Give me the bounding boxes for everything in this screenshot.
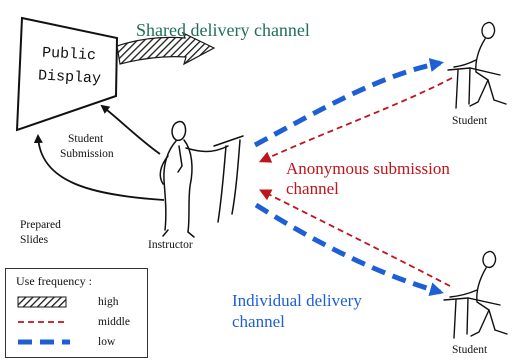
- public-display-board: [15, 16, 119, 132]
- instructor-figure: [159, 120, 244, 238]
- student-bottom-figure: [443, 250, 508, 339]
- public-display-label-line1: Public: [41, 44, 97, 65]
- student-top-figure: [447, 21, 507, 109]
- student-submission-label-line1: Student: [68, 133, 104, 145]
- student-submission-label-line2: Submission: [60, 148, 114, 160]
- anonymous-submission-arrow-bottom: [259, 189, 451, 287]
- public-display-label-line2: Display: [37, 67, 102, 88]
- prepared-slides-label-line1: Prepared: [20, 219, 61, 231]
- legend-swatches: [17, 296, 70, 345]
- individual-delivery-label-line1: Individual delivery: [232, 291, 362, 310]
- anonymous-submission-label-line1: Anonymous submission: [286, 159, 450, 178]
- student-top-label: Student: [452, 115, 488, 127]
- anonymous-submission-label-line2: channel: [286, 179, 339, 198]
- legend-box: Use frequency : high middle low: [5, 268, 148, 358]
- legend-label-high: high: [98, 296, 119, 308]
- student-bottom-label: Student: [452, 344, 488, 356]
- individual-delivery-arrow-bottom: [254, 202, 444, 297]
- legend-label-low: low: [98, 336, 116, 348]
- legend-swatch-high: [17, 296, 67, 308]
- legend-label-middle: middle: [98, 316, 130, 328]
- prepared-slides-label-line2: Slides: [20, 234, 49, 246]
- shared-delivery-arrow: [116, 31, 216, 66]
- instructor-label: Instructor: [148, 239, 193, 251]
- individual-delivery-arrow-top: [253, 58, 444, 148]
- anonymous-submission-arrow-top: [258, 77, 453, 163]
- prepared-slides-arrow: [33, 134, 165, 201]
- individual-delivery-label-line2: channel: [232, 312, 285, 331]
- student-submission-arrow: [100, 104, 161, 155]
- legend-title: Use frequency :: [16, 274, 92, 288]
- shared-delivery-channel-label: Shared delivery channel: [136, 20, 310, 40]
